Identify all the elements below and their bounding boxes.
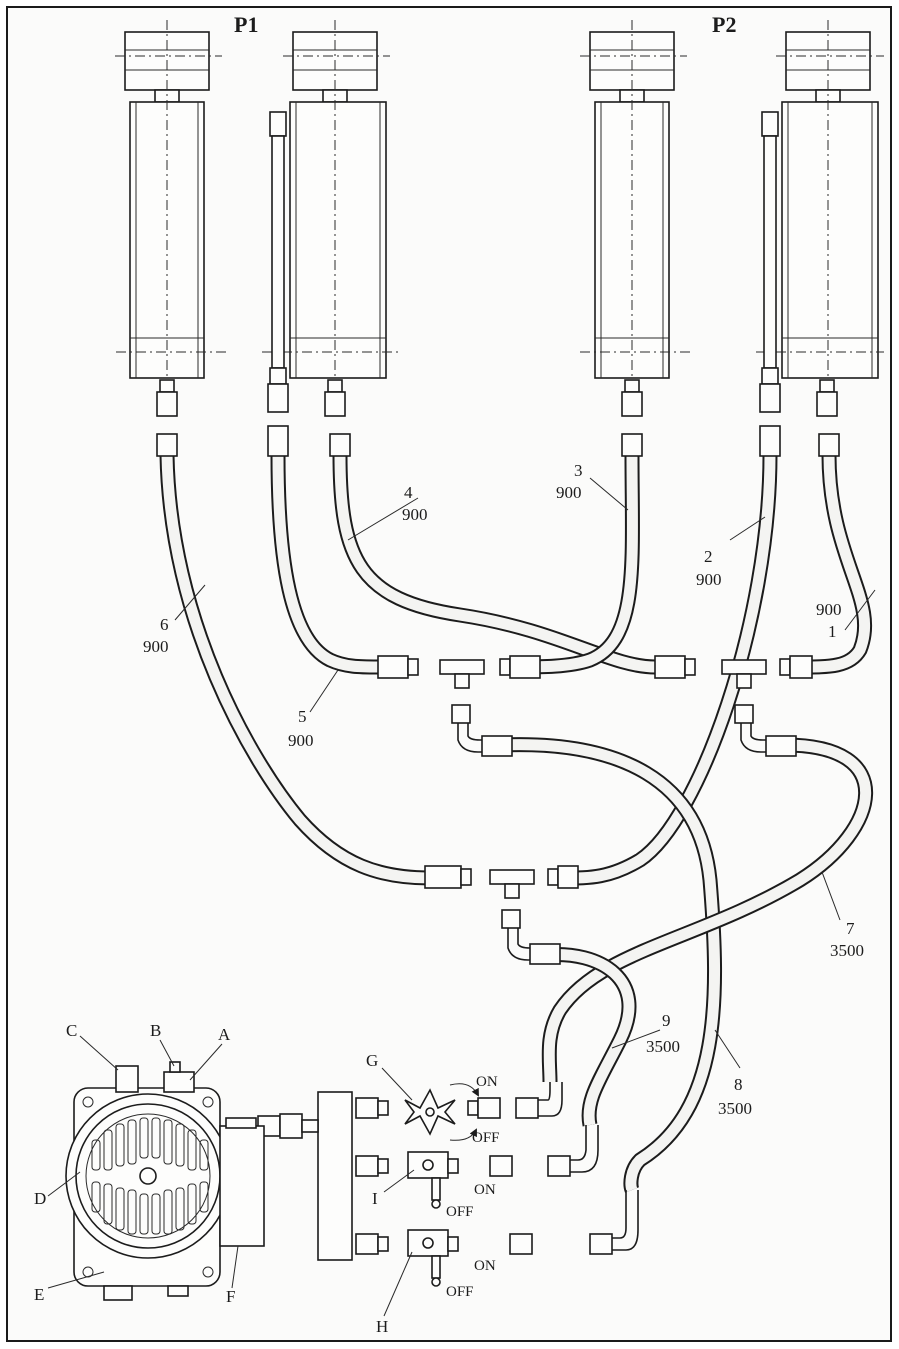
- tee-junction-bottom: [424, 865, 579, 965]
- hose-fittings-top: [156, 425, 840, 457]
- valve-h: [355, 1190, 639, 1287]
- hose-3-number: 3: [574, 461, 583, 480]
- hose-8-length: 3500: [718, 1099, 752, 1118]
- pump: [65, 1061, 265, 1301]
- hose-3-length: 900: [556, 483, 582, 502]
- cylinder-4: [756, 20, 884, 417]
- hose-5-number: 5: [298, 707, 307, 726]
- cylinder-2: [262, 20, 398, 417]
- part-d-label: D: [34, 1189, 46, 1208]
- valve-h-on: ON: [474, 1258, 496, 1274]
- part-c-label: C: [66, 1021, 77, 1040]
- part-h-label: H: [376, 1317, 388, 1336]
- part-b-label: B: [150, 1021, 161, 1040]
- hose-1: [799, 454, 873, 675]
- hose-2-number: 2: [704, 547, 713, 566]
- hose-5: [270, 454, 379, 675]
- hose-4: [332, 454, 656, 675]
- hose-6-length: 900: [143, 637, 169, 656]
- title-p1: P1: [234, 12, 258, 37]
- valve-i-on: ON: [474, 1182, 496, 1198]
- hose-6-number: 6: [160, 615, 169, 634]
- hose-6: [159, 454, 431, 886]
- valve-g-on: ON: [476, 1074, 498, 1090]
- hose-9-length: 3500: [646, 1037, 680, 1056]
- hose-9-number: 9: [662, 1011, 671, 1030]
- valve-h-off: OFF: [446, 1284, 474, 1300]
- hose-8-number: 8: [734, 1075, 743, 1094]
- part-e-label: E: [34, 1285, 44, 1304]
- valve-i: [355, 1125, 599, 1209]
- part-f-label: F: [226, 1287, 235, 1306]
- title-p2: P2: [712, 12, 736, 37]
- hose-4-number: 4: [404, 483, 413, 502]
- hose-8: [499, 737, 723, 1193]
- part-i-label: I: [372, 1189, 378, 1208]
- part-a-label: A: [218, 1025, 231, 1044]
- hose-1-number: 1: [828, 622, 837, 641]
- tee-junction-right: [654, 655, 813, 757]
- hose-1-length: 900: [816, 600, 842, 619]
- valve-g: [355, 1082, 563, 1141]
- manifold-block: [317, 1091, 353, 1261]
- hose-5-length: 900: [288, 731, 314, 750]
- hose-9: [544, 946, 637, 1127]
- hose-7-number: 7: [846, 919, 855, 938]
- tee-junction-left: [377, 655, 541, 757]
- valve-i-off: OFF: [446, 1204, 474, 1220]
- hose-3: [517, 454, 640, 675]
- hose-7: [541, 737, 874, 1083]
- leader-lines: [47, 477, 876, 1317]
- hose-4-length: 900: [402, 505, 428, 524]
- cylinder-1: [115, 20, 230, 417]
- hose-7-length: 3500: [830, 941, 864, 960]
- part-g-label: G: [366, 1051, 378, 1070]
- hose-2-length: 900: [696, 570, 722, 589]
- pump-outlet-fitting: [257, 1113, 319, 1139]
- valve-g-off: OFF: [472, 1130, 500, 1146]
- cylinder-3: [580, 20, 690, 417]
